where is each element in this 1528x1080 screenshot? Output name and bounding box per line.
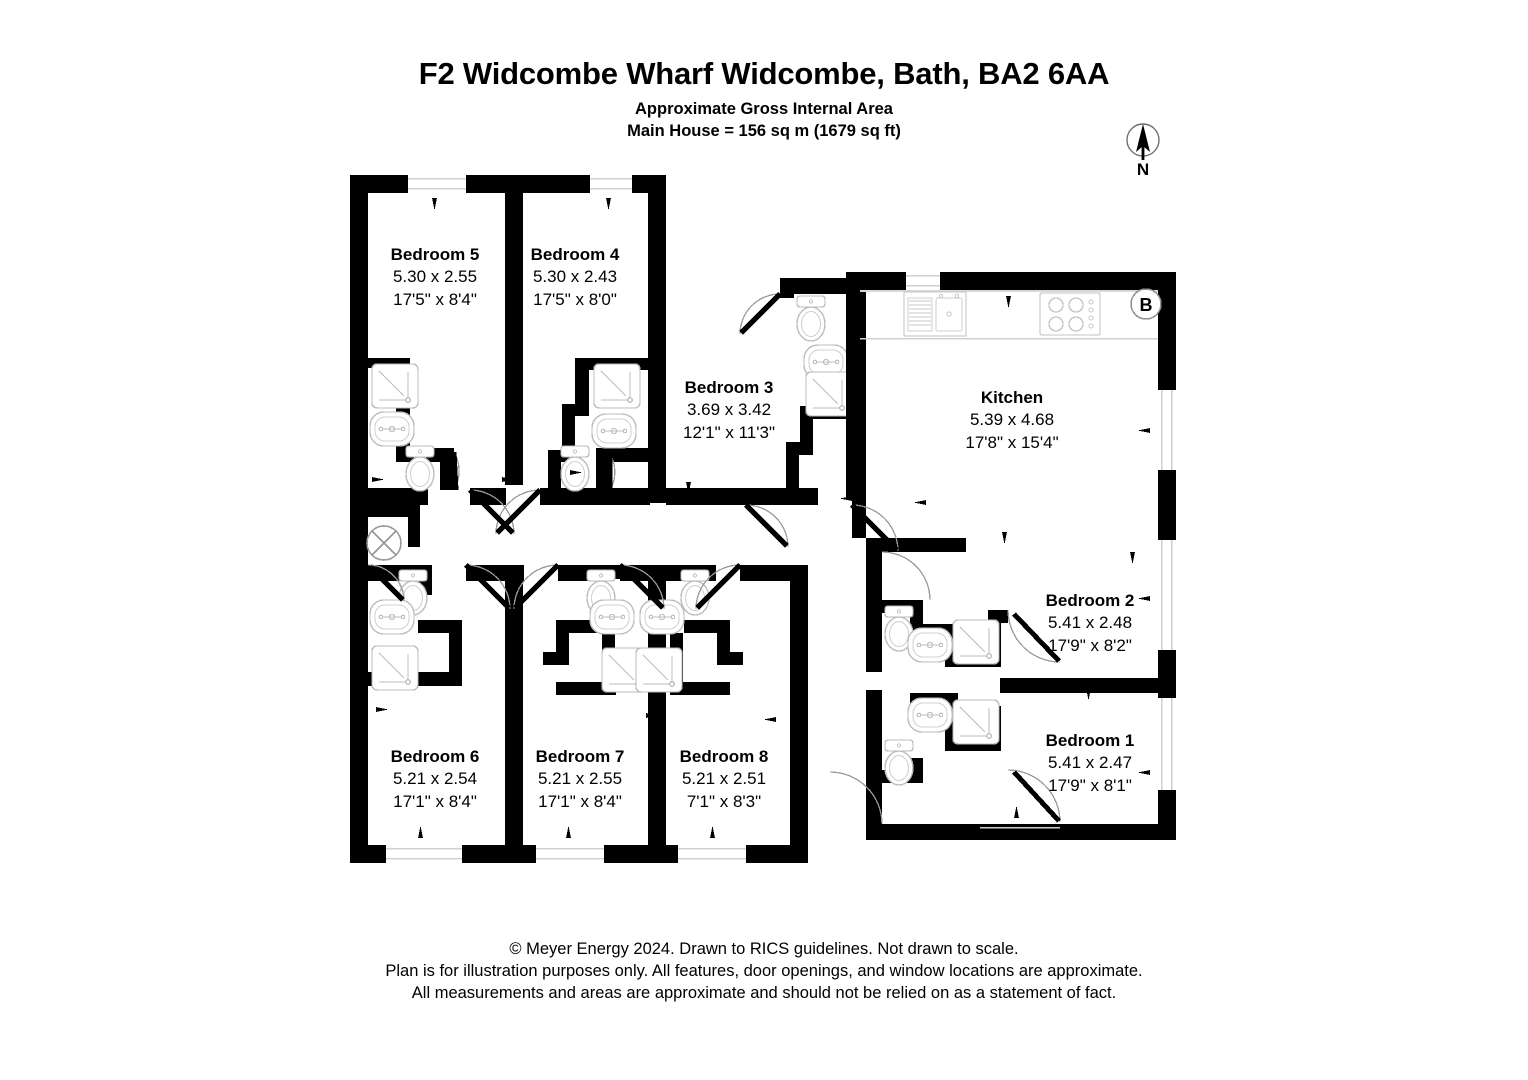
wall-group-right: [846, 272, 1176, 840]
room-label-bedroom-3: Bedroom 3 3.69 x 3.42 12'1" x 11'3": [579, 377, 879, 444]
boiler-marker-label: B: [1140, 295, 1153, 315]
area-subtitle: Approximate Gross Internal Area: [635, 100, 893, 118]
disclaimer-line-2: All measurements and areas are approxima…: [411, 984, 1117, 1002]
room-label-bedroom-8: Bedroom 8 5.21 x 2.51 7'1" x 8'3": [574, 746, 874, 813]
room-label-bedroom-7: Bedroom 7 5.21 x 2.55 17'1" x 8'4": [430, 746, 730, 813]
door-group: [367, 293, 1061, 825]
room-name: Bedroom 3: [684, 378, 774, 397]
kitchen-hob-icon: [1039, 292, 1101, 336]
room-name: Kitchen: [980, 388, 1044, 407]
room-metric: 5.30 x 2.43: [532, 267, 618, 287]
room-label-bedroom-1: Bedroom 1 5.41 x 2.47 17'9" x 8'1": [940, 730, 1240, 797]
room-metric: 5.30 x 2.55: [392, 267, 478, 287]
page-title: F2 Widcombe Wharf Widcombe, Bath, BA2 6A…: [418, 56, 1110, 91]
room-name: Bedroom 2: [1045, 591, 1135, 610]
room-imperial: 17'9" x 8'1": [1048, 775, 1132, 795]
wall-group-left: [350, 175, 808, 863]
room-metric: 5.21 x 2.55: [537, 769, 623, 789]
room-imperial: 17'1" x 8'4": [538, 791, 622, 811]
room-metric: 5.21 x 2.54: [392, 769, 478, 789]
room-imperial: 17'5" x 8'4": [393, 289, 477, 309]
room-imperial: 17'5" x 8'0": [533, 289, 617, 309]
room-metric: 5.41 x 2.48: [1047, 613, 1133, 633]
room-imperial: 12'1" x 11'3": [683, 422, 775, 442]
room-label-bedroom-4: Bedroom 4 5.30 x 2.43 17'5" x 8'0": [425, 244, 725, 311]
disclaimer-line-1: Plan is for illustration purposes only. …: [385, 962, 1143, 980]
boiler-marker-circle: [1130, 288, 1162, 320]
room-metric: 3.69 x 3.42: [686, 400, 772, 420]
room-metric: 5.41 x 2.47: [1047, 753, 1133, 773]
compass-north-icon: N: [1112, 122, 1174, 184]
ensuite-fixtures-br5: [369, 363, 435, 492]
room-imperial: 17'8" x 15'4": [965, 432, 1059, 452]
area-value: Main House = 156 sq m (1679 sq ft): [627, 122, 901, 140]
room-imperial: 7'1" x 8'3": [686, 791, 762, 811]
room-name: Bedroom 7: [535, 747, 625, 766]
room-metric: 5.39 x 4.68: [969, 410, 1055, 430]
room-name: Bedroom 6: [390, 747, 480, 766]
room-label-kitchen: Kitchen 5.39 x 4.68 17'8" x 15'4": [862, 387, 1162, 454]
copyright-line: © Meyer Energy 2024. Drawn to RICS guide…: [509, 940, 1019, 958]
compass-label: N: [1136, 160, 1150, 179]
room-imperial: 17'9" x 8'2": [1048, 635, 1132, 655]
cylinder-cupboard: [368, 505, 420, 547]
room-label-bedroom-6: Bedroom 6 5.21 x 2.54 17'1" x 8'4": [285, 746, 585, 813]
door-leaf-group: [368, 292, 1061, 823]
window-arrow-group: [372, 198, 1150, 838]
room-name: Bedroom 8: [679, 747, 769, 766]
room-name: Bedroom 4: [530, 245, 620, 264]
room-label-bedroom-2: Bedroom 2 5.41 x 2.48 17'9" x 8'2": [940, 590, 1240, 657]
kitchen-worktop: [860, 290, 1158, 340]
room-imperial: 17'1" x 8'4": [393, 791, 477, 811]
kitchen-sink-icon: [903, 291, 967, 337]
room-label-bedroom-5: Bedroom 5 5.30 x 2.55 17'5" x 8'4": [285, 244, 585, 311]
room-name: Bedroom 1: [1045, 731, 1135, 750]
room-metric: 5.21 x 2.51: [681, 769, 767, 789]
room-name: Bedroom 5: [390, 245, 480, 264]
